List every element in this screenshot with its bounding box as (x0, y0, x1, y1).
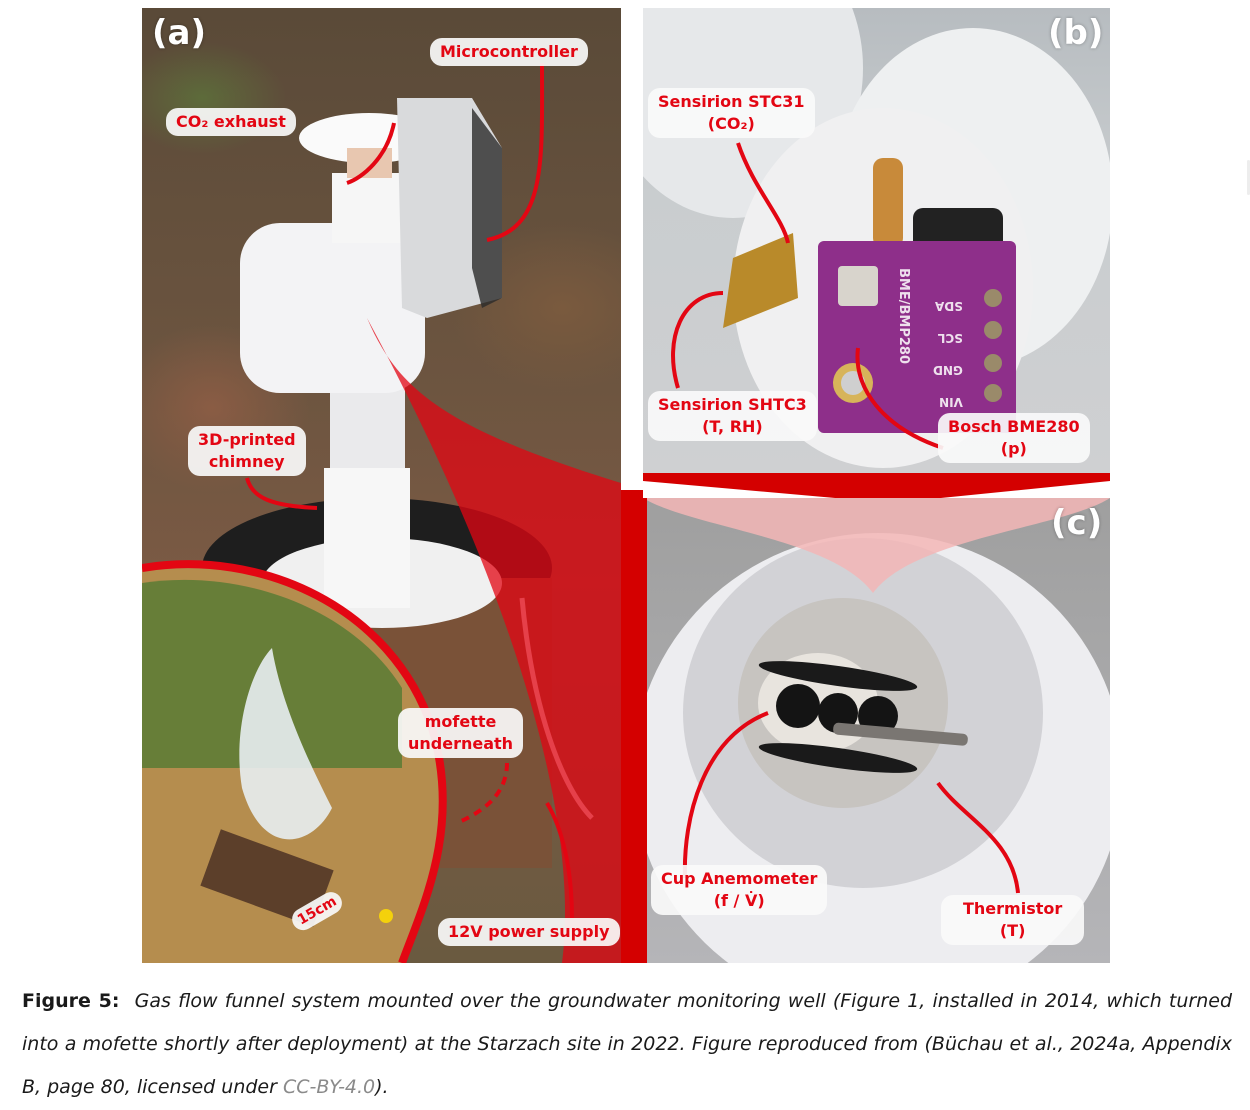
pin-vin (984, 384, 1002, 402)
pin-scl (984, 321, 1002, 339)
microcontroller-lid (472, 108, 502, 308)
cage-bottom-ring (758, 743, 918, 773)
callout-shtc3-line1: Sensirion SHTC3 (658, 395, 807, 414)
panel-label-a: (a) (152, 13, 207, 53)
panel-label-b: (b) (1048, 13, 1104, 53)
gas-eruption (239, 648, 332, 840)
funnel-body (240, 223, 425, 393)
arrow-bme280 (855, 347, 944, 450)
callout-mofette-line2: underneath (408, 734, 514, 753)
yellow-flower (379, 909, 393, 923)
pcb-pin-label: SDA (934, 299, 963, 313)
pcb-pin-labels: VIN GND SCL SDA (933, 290, 963, 418)
arrow-stc31 (736, 142, 790, 244)
arrow-anemometer (682, 711, 769, 879)
connector-band (643, 473, 1110, 503)
callout-mofette-line1: mofette (424, 712, 497, 731)
pcb-chip-label: BME/BMP280 (896, 268, 911, 364)
exhaust-opening (347, 148, 392, 178)
callout-mofette: mofette underneath (398, 708, 524, 758)
callout-chimney: 3D-printed chimney (188, 426, 306, 476)
callout-bme280: Bosch BME280 (p) (938, 413, 1090, 463)
arrow-mofette (456, 762, 509, 825)
caption-text: Gas flow funnel system mounted over the … (22, 990, 1233, 1098)
panel-a-illustration (142, 62, 621, 963)
callout-stc31: Sensirion STC31 (CO₂) (648, 88, 815, 138)
thermistor-probe (833, 722, 968, 746)
arrow-shtc3 (671, 291, 724, 389)
panel-c-photo: (c) Cup Anemometer (f / V̇) Thermistor (… (643, 498, 1110, 963)
callout-microcontroller: Microcontroller (430, 38, 588, 66)
pin-gnd (984, 354, 1002, 372)
callout-shtc3: Sensirion SHTC3 (T, RH) (648, 391, 817, 441)
pcb-pin-label: GND (933, 363, 963, 377)
pcb-pin-label: SCL (937, 331, 963, 345)
callout-stc31-line1: Sensirion STC31 (658, 92, 805, 111)
callout-chimney-line2: chimney (208, 452, 285, 471)
connector-edge-a-c (643, 498, 647, 963)
exhaust-neck (332, 173, 407, 243)
pin-sda (984, 289, 1002, 307)
zoom-connector-b-c (643, 473, 1110, 503)
bme280-sensor (838, 266, 878, 306)
arrow-co2-exhaust (346, 122, 396, 185)
callout-shtc3-line2: (T, RH) (702, 417, 763, 436)
chimney-collar (324, 468, 410, 608)
callout-thermistor-line1: Thermistor (963, 899, 1063, 918)
figure-caption: Figure 5: Gas flow funnel system mounted… (22, 980, 1232, 1109)
callout-anemometer-line1: Cup Anemometer (661, 869, 818, 888)
callout-anemometer-line2: (f / V̇) (713, 891, 765, 910)
arrow-microcontroller (486, 62, 545, 242)
callout-bme280-line1: Bosch BME280 (948, 417, 1080, 436)
callout-stc31-line2: (CO₂) (707, 114, 755, 133)
caption-closing: ). (375, 1076, 389, 1098)
callout-thermistor: Thermistor (T) (941, 895, 1085, 945)
panel-a-photo: (a) Microcontroller CO₂ exhaust 3D-print… (142, 8, 621, 963)
panel-label-c: (c) (1051, 503, 1103, 543)
zoom-wedge-c (643, 498, 1110, 593)
callout-thermistor-line2: (T) (999, 921, 1026, 940)
panel-c-illustration (643, 498, 1110, 963)
callout-co2-exhaust: CO₂ exhaust (166, 108, 296, 136)
callout-bme280-line2: (p) (1000, 439, 1027, 458)
callout-chimney-line1: 3D-printed (198, 430, 296, 449)
scrollbar-thumb[interactable] (1247, 160, 1250, 195)
arrow-thermistor (936, 781, 1020, 894)
flex-cable (873, 158, 903, 248)
anemometer-cup-1 (776, 684, 820, 728)
anemometer-cup-2 (818, 693, 858, 733)
shtc3-chip (723, 233, 798, 328)
cage-top-ring (758, 661, 918, 691)
license-link[interactable]: CC-BY-4.0 (282, 1076, 376, 1098)
zoom-wedge-a (367, 318, 621, 963)
panel-b-photo: BME/BMP280 VIN GND SCL SDA (b) Sensirion… (643, 8, 1110, 473)
caption-label: Figure 5: (22, 990, 120, 1012)
callout-anemometer: Cup Anemometer (f / V̇) (651, 865, 828, 915)
inset-frame (200, 829, 334, 927)
callout-power-supply: 12V power supply (438, 918, 620, 946)
arrow-chimney (245, 477, 318, 510)
connector-a-c (621, 490, 643, 963)
